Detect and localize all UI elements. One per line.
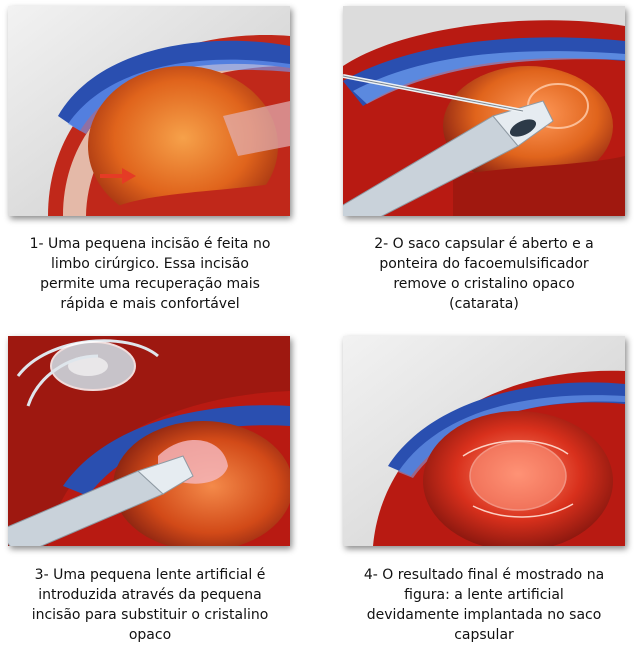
injector-icon [8,336,290,546]
step-2-caption: 2- O saco capsular é aberto e a ponteira… [334,234,634,314]
incision-arrow-icon [98,166,138,186]
step-4-caption: 4- O resultado final é mostrado na figur… [334,565,634,645]
step-1-illustration [8,6,290,216]
step-2-illustration [343,6,625,216]
eye-diagram-4 [343,336,625,546]
eye-diagram-1 [8,6,290,216]
step-1-caption: 1- Uma pequena incisão é feita no limbo … [0,234,300,314]
step-3-illustration [8,336,290,546]
step-3-caption: 3- Uma pequena lente artificial é introd… [0,565,300,645]
step-4-illustration [343,336,625,546]
capsule-needle-icon [343,6,625,216]
